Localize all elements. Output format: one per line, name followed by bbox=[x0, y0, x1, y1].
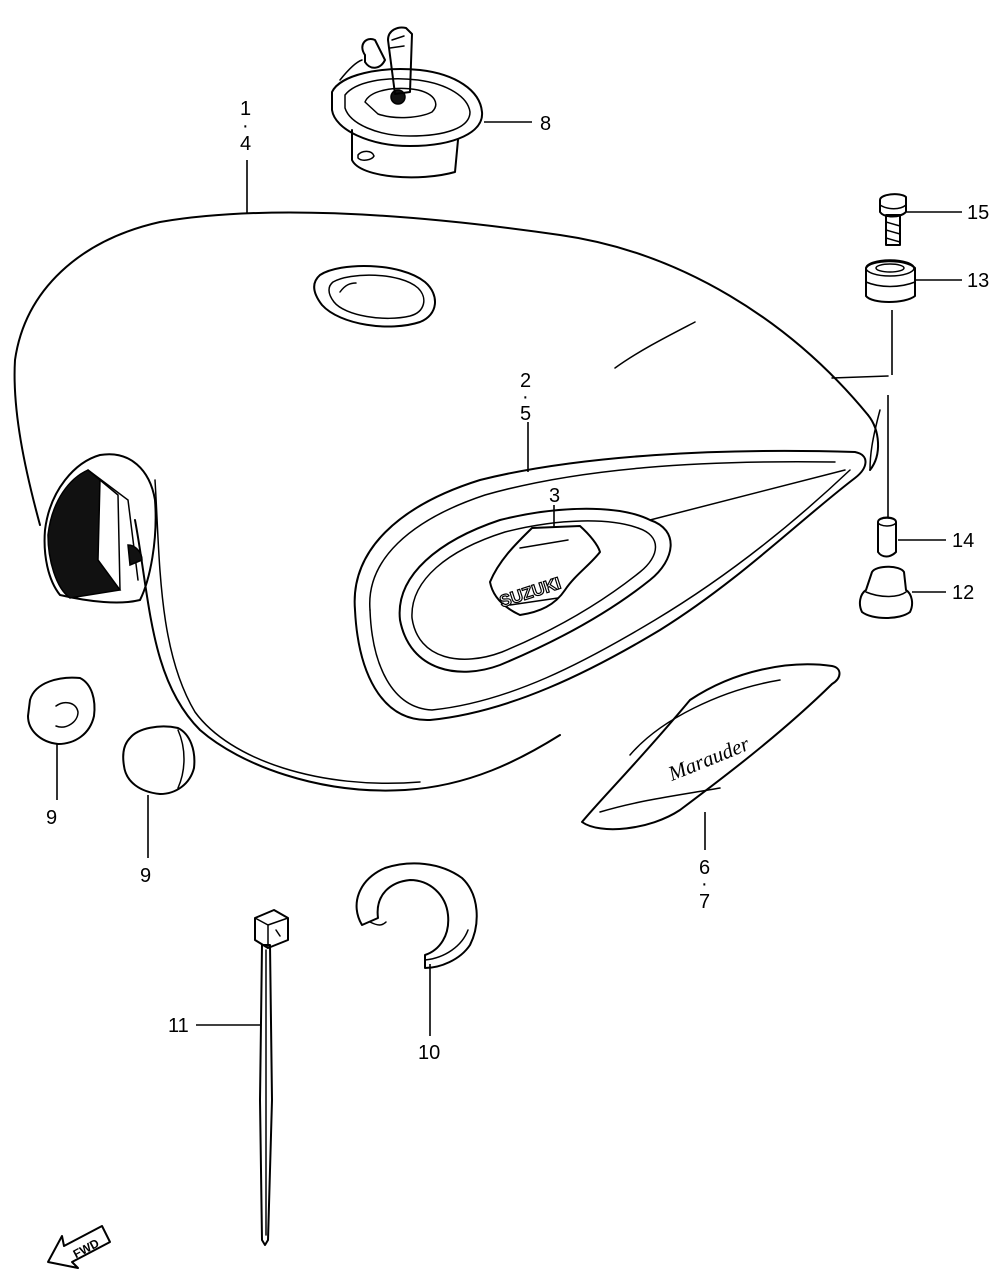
cushion-middle bbox=[122, 725, 196, 795]
filler-opening bbox=[313, 264, 436, 328]
callout-7: 7 bbox=[699, 891, 710, 913]
callout-6: 6 bbox=[699, 857, 710, 879]
grommet bbox=[865, 259, 916, 303]
cushion-left bbox=[27, 676, 96, 745]
callout-1: 1 bbox=[240, 98, 251, 120]
fuel-cap bbox=[331, 26, 484, 179]
hose-clamp bbox=[355, 862, 478, 969]
marauder-text: Marauder bbox=[664, 731, 754, 786]
tank-front-recess bbox=[43, 453, 157, 604]
callout-12: 12 bbox=[952, 582, 974, 604]
callout-10: 10 bbox=[418, 1042, 440, 1064]
callout-2: 2 bbox=[520, 370, 531, 392]
callout-15: 15 bbox=[967, 202, 989, 224]
cable-tie bbox=[254, 909, 289, 1246]
side-stripe-decal bbox=[353, 449, 867, 722]
callout-5: 5 bbox=[520, 403, 531, 425]
callout-11: 11 bbox=[168, 1015, 189, 1037]
fuel-tank bbox=[13, 211, 889, 792]
callout-2-dot: · bbox=[522, 386, 529, 408]
callout-14: 14 bbox=[952, 530, 974, 552]
fwd-arrow: FWD bbox=[47, 1225, 111, 1269]
suzuki-emblem: SUZUKI bbox=[398, 469, 846, 673]
marauder-badge: Marauder bbox=[581, 663, 841, 831]
leader-lines bbox=[56, 121, 962, 1036]
callout-8: 8 bbox=[540, 113, 551, 135]
bolt bbox=[879, 193, 907, 246]
callout-9-left: 9 bbox=[46, 807, 57, 829]
callout-13: 13 bbox=[967, 270, 989, 292]
callout-4: 4 bbox=[240, 133, 251, 155]
callout-9-middle: 9 bbox=[140, 865, 151, 887]
callout-6-dot: · bbox=[701, 873, 708, 895]
emblem-text: SUZUKI bbox=[497, 574, 563, 612]
collar bbox=[877, 516, 897, 558]
callout-1-dot: · bbox=[242, 115, 249, 137]
callout-3: 3 bbox=[549, 485, 560, 507]
callout-labels: 1 · 4 8 15 13 2 · 5 3 14 12 9 9 6 · 7 11… bbox=[46, 98, 989, 1064]
cushion bbox=[858, 565, 914, 619]
